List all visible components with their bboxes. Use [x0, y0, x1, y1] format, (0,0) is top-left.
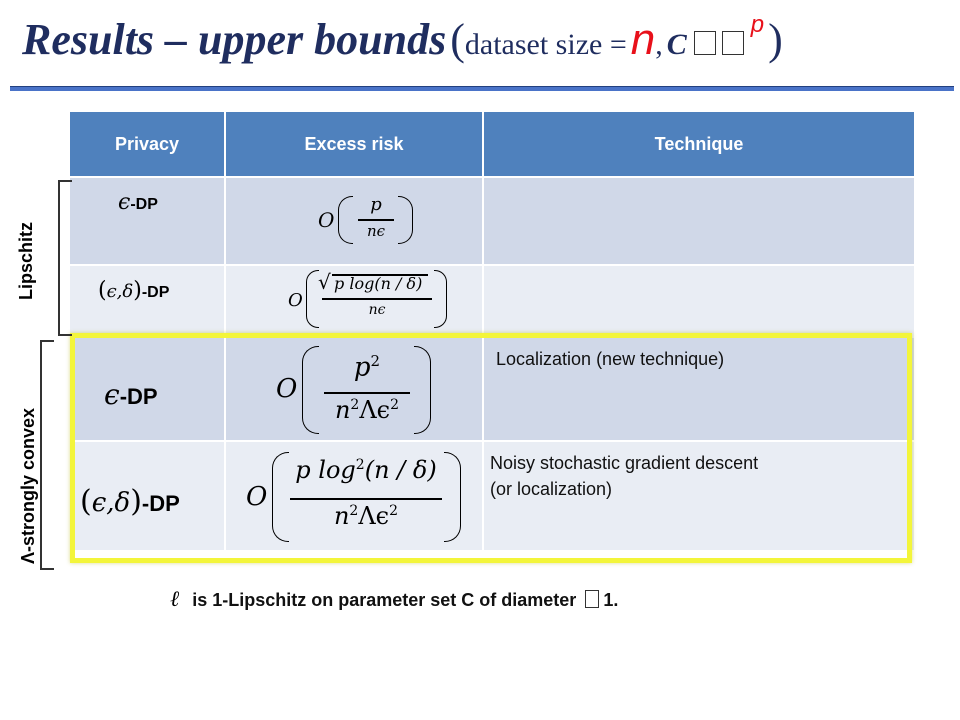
- row-divider: [70, 176, 914, 178]
- fraction-numerator: p: [370, 194, 382, 215]
- privacy-suffix: -DP: [119, 384, 158, 409]
- row-divider: [70, 440, 914, 442]
- title-n-symbol: n: [630, 15, 656, 64]
- side-label-lipschitz: Lipschitz: [16, 221, 36, 300]
- page-title: Results – upper bounds (dataset size = n…: [22, 13, 783, 78]
- paren-right-icon: [434, 270, 447, 328]
- table-row-1: [70, 178, 914, 264]
- loss-symbol: ℓ: [170, 587, 180, 612]
- title-dataset-label: dataset size =: [464, 28, 627, 61]
- column-divider: [224, 112, 226, 550]
- footnote: ℓ is 1-Lipschitz on parameter set C of d…: [170, 586, 618, 612]
- fraction-numerator: p log(n / δ): [334, 274, 423, 293]
- footnote-text: is 1-Lipschitz on parameter set C of dia…: [192, 590, 577, 610]
- missing-glyph-box-icon: [585, 590, 600, 608]
- technique-line-2: (or localization): [490, 479, 613, 500]
- risk-formula-2: O √ p log(n / δ) nϵ: [288, 266, 458, 332]
- row-divider: [70, 264, 914, 266]
- epsilon-delta-symbol: ϵ,δ: [91, 488, 131, 518]
- big-o: O: [318, 208, 335, 232]
- side-label-strongly-convex: Λ-strongly convex: [18, 407, 38, 564]
- privacy-suffix: -DP: [141, 491, 180, 516]
- table-row-2: [70, 266, 914, 338]
- table-row-3: [70, 338, 914, 440]
- header-privacy: Privacy: [70, 112, 224, 176]
- risk-formula-1: O p nϵ: [318, 192, 438, 252]
- sqrt-bar: [332, 274, 428, 276]
- risk-formula-3: O p2 n2Λϵ2: [276, 344, 446, 436]
- technique-line-1: Noisy stochastic gradient descent: [490, 453, 759, 473]
- paren-close: ): [130, 484, 142, 519]
- column-divider: [482, 112, 484, 550]
- title-main: Results – upper bounds: [22, 15, 447, 64]
- epsilon-delta-symbol: ϵ,δ: [106, 281, 134, 302]
- missing-glyph-box-icon: [721, 31, 744, 55]
- privacy-suffix: -DP: [130, 196, 158, 213]
- privacy-suffix: -DP: [141, 284, 170, 301]
- paren-open: (: [80, 484, 92, 519]
- epsilon-symbol: ϵ: [104, 378, 120, 411]
- title-C-symbol: C: [666, 28, 687, 61]
- technique-cell-3: Localization (new technique): [496, 349, 725, 369]
- highlight-box: [70, 333, 912, 563]
- brace-lipschitz-icon: [58, 180, 72, 336]
- fraction-denominator: n2Λϵ2: [333, 502, 399, 530]
- paren-close: ): [133, 278, 142, 303]
- title-underline: [10, 86, 954, 91]
- fraction-denominator: n2Λϵ2: [334, 396, 400, 424]
- risk-formula-4: O p log2(n / δ) n2Λϵ2: [246, 448, 466, 544]
- title-comma: ,: [655, 28, 663, 61]
- fraction-numerator: p log2(n / δ): [295, 456, 437, 484]
- title-close-paren: ): [768, 15, 783, 64]
- brace-strongly-convex-icon: [40, 340, 54, 570]
- privacy-cell-2: (ϵ,δ)-DP: [98, 278, 169, 303]
- epsilon-symbol: ϵ: [118, 190, 131, 215]
- footnote-tail: 1.: [603, 590, 619, 610]
- fraction-numerator: p2: [353, 352, 381, 383]
- fraction-denominator: nϵ: [368, 302, 386, 318]
- header-excess-risk: Excess risk: [226, 112, 482, 176]
- privacy-cell-4: (ϵ,δ)-DP: [80, 484, 180, 519]
- fraction-bar: [290, 498, 442, 500]
- privacy-cell-3: ϵ-DP: [104, 378, 158, 411]
- table-row-4: [70, 442, 914, 550]
- paren-right-icon: [398, 196, 413, 244]
- fraction-bar: [324, 392, 410, 394]
- privacy-cell-1: ϵ-DP: [118, 190, 158, 215]
- missing-glyph-box-icon: [693, 31, 716, 55]
- big-o: O: [246, 482, 268, 512]
- title-p-symbol: p: [750, 11, 765, 38]
- paren-left-icon: [338, 196, 353, 244]
- paren-open: (: [98, 278, 107, 303]
- big-o: O: [288, 290, 303, 311]
- fraction-bar: [358, 219, 394, 221]
- fraction-bar: [322, 298, 432, 300]
- sqrt-icon: √: [318, 270, 331, 294]
- header-technique: Technique: [484, 112, 914, 176]
- fraction-denominator: nϵ: [366, 222, 386, 240]
- technique-cell-4: Noisy stochastic gradient descent (or lo…: [490, 450, 758, 502]
- big-o: O: [276, 374, 298, 404]
- title-open-paren: (: [450, 15, 465, 64]
